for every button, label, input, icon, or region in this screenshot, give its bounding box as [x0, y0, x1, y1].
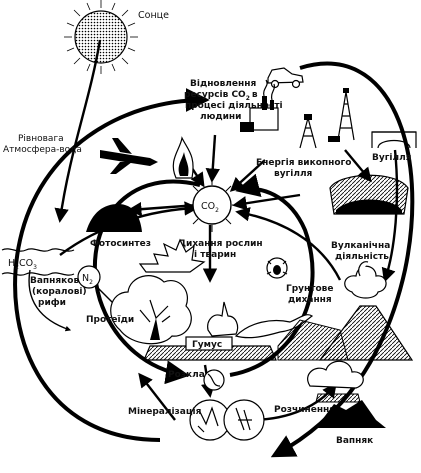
co2-resources-line-4: людини: [200, 112, 241, 122]
rabbit-icon: [207, 301, 239, 337]
sun-icon: [64, 0, 138, 74]
bridge-icon: [371, 131, 417, 149]
balance-line-2: Атмосфера-вода: [3, 145, 82, 155]
bridge-arrow: [381, 149, 399, 283]
reef-arrow: [28, 269, 72, 332]
humus-label: Гумус: [192, 340, 222, 350]
limestone-icon: [316, 400, 386, 428]
volcano-to-center-arrow: [235, 207, 342, 281]
reef-line-3: рифи: [38, 298, 66, 308]
sea-waves-icon: [1, 248, 75, 276]
industry-to-center-arrow: [229, 159, 266, 192]
volcanic-line-2: діяльність: [335, 251, 389, 262]
mine-tower-icon: [299, 114, 317, 149]
limestone-label: Вапняк: [336, 436, 373, 446]
decomposition-label: Розклад: [168, 370, 212, 380]
coal-pile-icon: [329, 174, 409, 215]
reef-line-1: Вапнякові: [30, 275, 82, 286]
bush-icon: [138, 238, 206, 273]
balance-line-1: Рівновага: [18, 134, 64, 144]
coal-label: Вугілля: [372, 152, 412, 163]
oil-derrick-icon: [328, 88, 355, 142]
soil-resp-line-2: дихання: [288, 295, 332, 305]
respiration-line-1: Дихання рослин: [178, 239, 263, 249]
h2co3-label: H2CO3: [8, 258, 37, 271]
respiration-line-2: і тварин: [194, 249, 236, 260]
reef-line-2: (коралові): [32, 286, 87, 297]
photosynthesis-label: Фотосинтез: [90, 239, 151, 249]
co2-resources-line-1: Відновлення: [190, 78, 256, 89]
volcanic-line-1: Вулканічна: [331, 240, 390, 251]
n2-node: [77, 265, 101, 289]
outer-left-arc: [13, 88, 210, 442]
factory-icon: [240, 79, 279, 132]
cliff-icon: [277, 319, 349, 361]
coal-energy-line-1: Енергія викопного: [256, 157, 351, 168]
sun-label: Сонце: [138, 10, 169, 21]
co2-center-node: [185, 178, 239, 232]
soil-resp-line-1: Грунтове: [286, 284, 333, 294]
mineralization-arrow: [138, 372, 176, 421]
proteins-label: Протеїди: [86, 315, 134, 325]
car-icon: [267, 67, 304, 89]
beetle-icon: [266, 257, 288, 279]
humus-node: [143, 336, 277, 361]
lizard-icon: [234, 314, 314, 339]
sediment-cloud-icon: [307, 360, 364, 403]
airplane-icon: [100, 138, 158, 174]
n2-label: N2: [82, 273, 93, 286]
fire-icon: [172, 136, 194, 179]
coal-energy-line-2: вугілля: [274, 168, 313, 179]
tree-icon: [110, 275, 192, 345]
dissolution-label: Розчинення: [274, 405, 335, 415]
co2-resources-line-3: процесі діяльності: [185, 100, 283, 111]
forest-icon: [86, 204, 142, 232]
microbe-icon: [189, 369, 265, 441]
co2-center-label: CO2: [201, 201, 219, 214]
mineralization-label: Мінералізація: [128, 406, 202, 417]
right-to-center-arrow: [232, 193, 301, 211]
top-to-center-arrow: [205, 134, 220, 183]
